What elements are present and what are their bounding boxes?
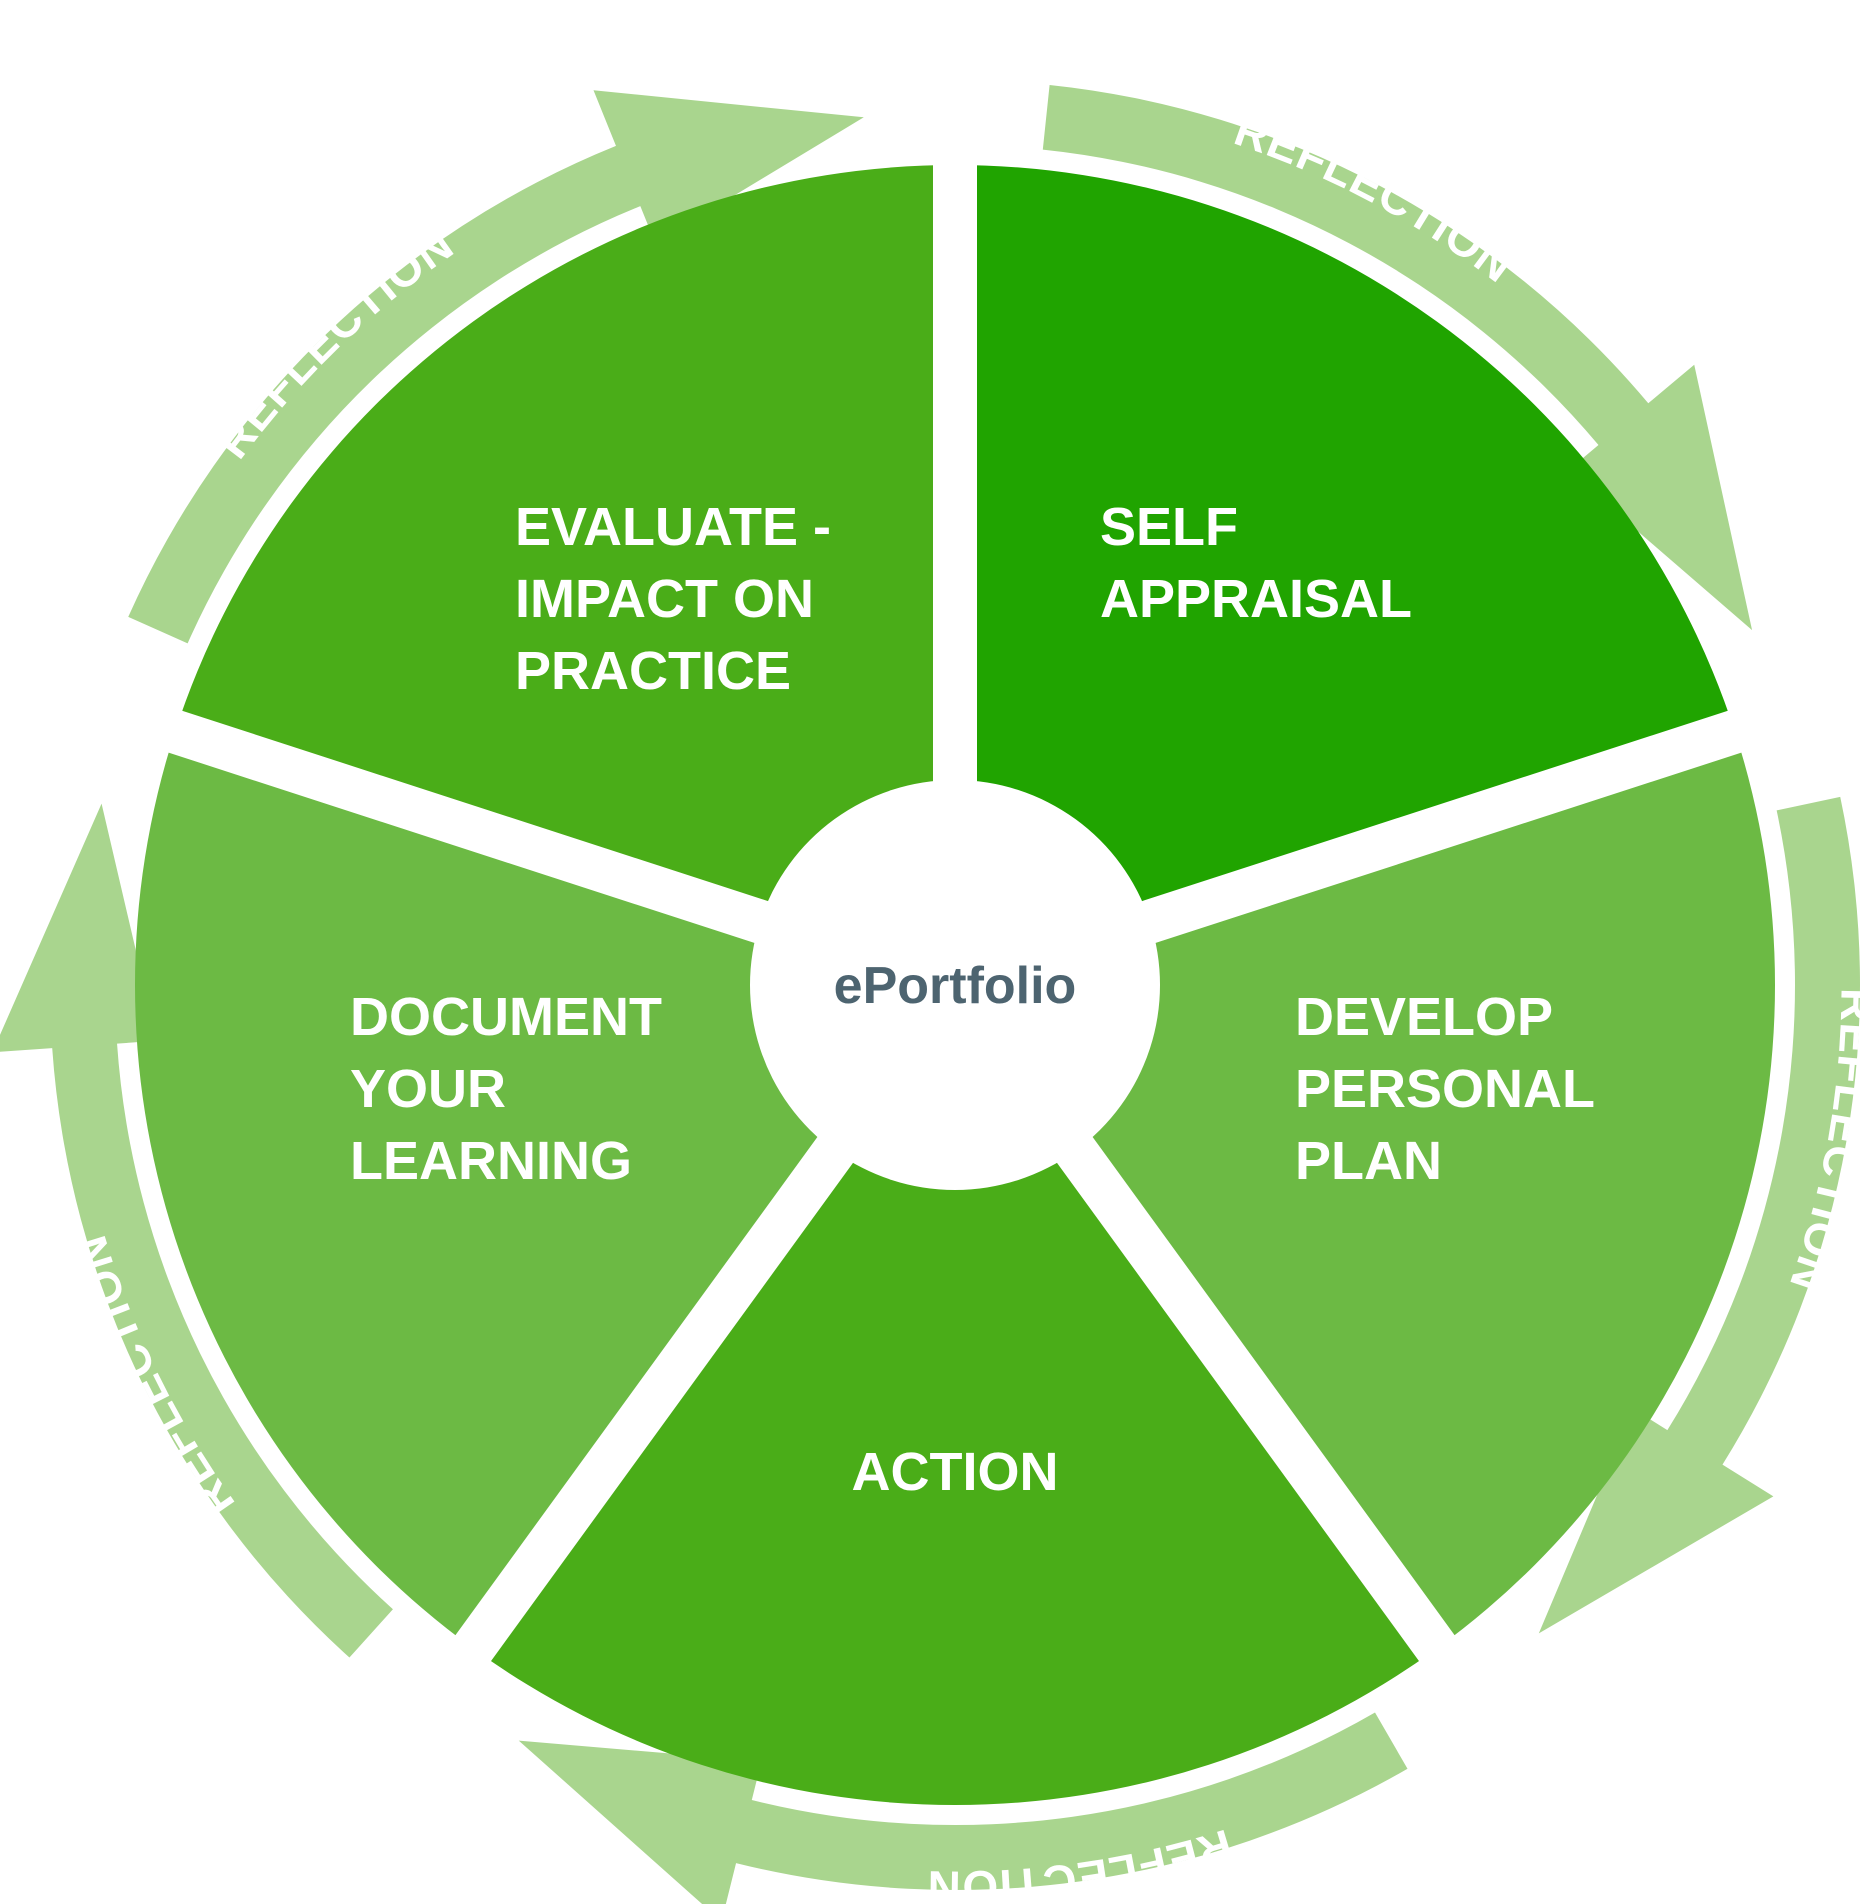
segment-evaluate-impact-on-practice bbox=[175, 165, 955, 922]
segment-label-line: LEARNING bbox=[350, 1131, 632, 1191]
segment-label-evaluate-impact-on-practice: EVALUATE - IMPACT ON PRACTICE bbox=[515, 497, 831, 701]
reflection-arrow-shape bbox=[128, 90, 864, 644]
segment-labels: SELF APPRAISAL DEVELOP PERSONAL PLAN ACTION DO… bbox=[350, 497, 1595, 1502]
segment-label-line: IMPACT ON bbox=[515, 569, 814, 629]
process-segments bbox=[135, 165, 1775, 1806]
center-hub: ePortfolio bbox=[755, 785, 1155, 1185]
segment-label-line: ACTION bbox=[852, 1442, 1059, 1502]
segment-label-self-appraisal: SELF APPRAISAL bbox=[1100, 497, 1412, 629]
hub-circle bbox=[815, 845, 1095, 1125]
segment-divider bbox=[393, 1129, 859, 1747]
segment-label-line: DOCUMENT bbox=[350, 987, 662, 1047]
segment-action bbox=[473, 1150, 1437, 1806]
segment-label-line: PLAN bbox=[1295, 1131, 1442, 1191]
reflection-arrow-shape bbox=[0, 803, 393, 1658]
segment-label-line: PERSONAL bbox=[1295, 1059, 1595, 1119]
segment-label-line: EVALUATE - bbox=[515, 497, 831, 557]
segment-label-line: APPRAISAL bbox=[1100, 569, 1412, 629]
segment-document-your-learning bbox=[135, 731, 835, 1649]
segment-label-line: DEVELOP bbox=[1295, 987, 1553, 1047]
reflection-arrow-shape bbox=[1538, 796, 1860, 1634]
segment-dividers bbox=[68, 60, 1842, 1747]
segment-label-develop-personal-plan: DEVELOP PERSONAL PLAN bbox=[1295, 987, 1595, 1191]
center-label: ePortfolio bbox=[834, 957, 1077, 1015]
segment-label-action: ACTION bbox=[852, 1442, 1059, 1502]
segment-divider bbox=[68, 678, 777, 946]
segment-label-line: SELF bbox=[1100, 497, 1238, 557]
segment-self-appraisal bbox=[955, 165, 1735, 922]
segment-label-document-your-learning: DOCUMENT YOUR LEARNING bbox=[350, 987, 662, 1191]
segment-divider bbox=[1133, 678, 1842, 946]
segment-develop-personal-plan bbox=[1075, 731, 1775, 1649]
segment-divider bbox=[1051, 1129, 1517, 1747]
reflection-arrow-shape bbox=[1042, 84, 1753, 631]
segment-label-line: PRACTICE bbox=[515, 641, 791, 701]
segment-label-line: YOUR bbox=[350, 1059, 506, 1119]
hub-ring bbox=[755, 785, 1155, 1185]
